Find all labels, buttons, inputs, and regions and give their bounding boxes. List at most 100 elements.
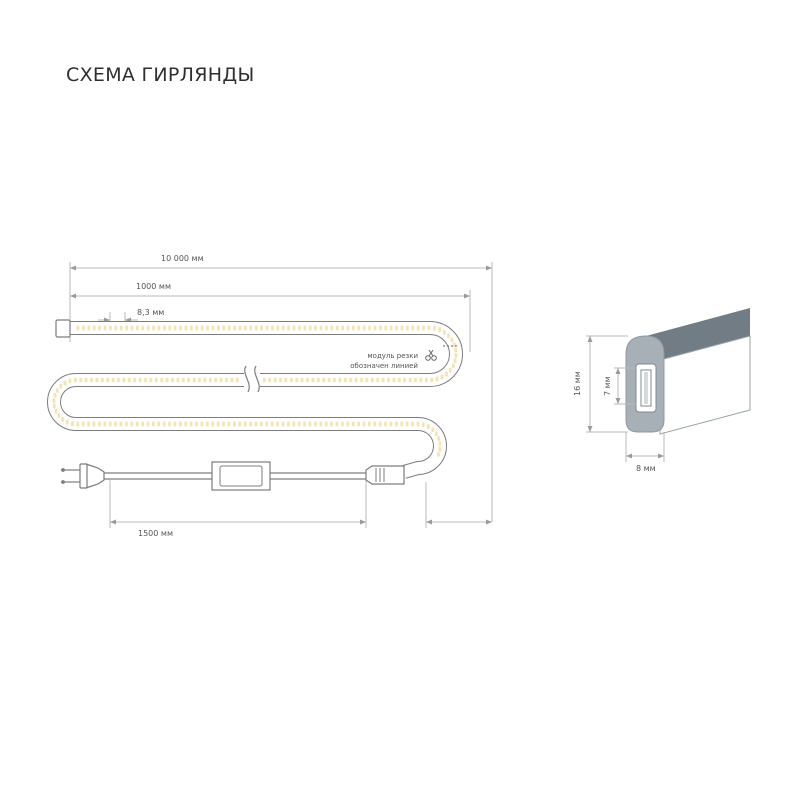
led-dot — [438, 446, 442, 452]
led-dot — [97, 421, 101, 427]
led-dot — [73, 377, 77, 383]
led-dot — [117, 377, 120, 383]
led-dot — [376, 377, 380, 383]
led-dot — [322, 377, 326, 383]
led-dot — [392, 377, 396, 383]
led-dot — [384, 421, 387, 427]
led-dot — [368, 325, 371, 331]
led-dot — [119, 325, 123, 331]
led-dot — [357, 325, 361, 331]
led-dot — [416, 325, 420, 331]
led-dot — [268, 377, 272, 383]
led-dot — [55, 387, 59, 393]
led-dot — [135, 421, 139, 427]
led-dot — [427, 325, 431, 331]
led-dot — [303, 325, 307, 331]
led-dot — [289, 377, 293, 383]
led-dot — [189, 421, 193, 427]
led-dot — [157, 325, 161, 331]
height-label: 16 мм — [573, 371, 582, 396]
total-length-label: 10 000 мм — [161, 254, 204, 263]
led-dot — [259, 421, 263, 427]
led-dot — [370, 377, 374, 383]
led-dot — [394, 421, 398, 427]
led-dot — [141, 325, 145, 331]
led-dot — [314, 325, 317, 331]
led-dot — [232, 421, 236, 427]
led-dot — [198, 377, 201, 383]
led-dot — [406, 325, 409, 331]
scissors-icon — [425, 345, 458, 361]
led-dot — [200, 325, 204, 331]
led-dot — [450, 337, 454, 343]
led-dot — [152, 325, 155, 331]
led-dot — [195, 325, 199, 331]
led-dot — [308, 325, 312, 331]
led-dot — [146, 421, 150, 427]
led-dot — [205, 421, 209, 427]
led-dot — [292, 325, 296, 331]
led-dot — [319, 421, 323, 427]
led-dot — [265, 325, 269, 331]
led-dot — [82, 325, 85, 331]
strip-connector — [365, 465, 405, 485]
led-dot — [184, 325, 188, 331]
led-dot — [92, 325, 96, 331]
led-dot — [108, 421, 112, 427]
led-dot — [313, 421, 317, 427]
led-dot — [225, 377, 228, 383]
led-strip — [47, 321, 463, 479]
led-dot — [416, 421, 420, 427]
led-dot — [95, 377, 99, 383]
led-dot — [308, 421, 312, 427]
led-dot — [300, 377, 304, 383]
led-dot — [114, 421, 117, 427]
led-dot — [445, 371, 448, 377]
led-dot — [281, 421, 285, 427]
led-dot — [163, 325, 166, 331]
led-dot — [178, 421, 182, 427]
led-dot — [373, 325, 377, 331]
led-dot — [195, 421, 198, 427]
led-dot — [254, 325, 258, 331]
led-dot — [354, 377, 358, 383]
led-dot — [233, 325, 236, 331]
led-dot — [227, 421, 231, 427]
led-dot — [340, 421, 344, 427]
led-dot — [343, 377, 347, 383]
led-dot — [424, 377, 428, 383]
led-dot — [411, 325, 415, 331]
led-dot — [133, 377, 137, 383]
led-dot — [362, 421, 366, 427]
led-dot — [230, 377, 234, 383]
cut-note-line2: обозначен линией — [350, 362, 418, 370]
led-dot — [297, 421, 301, 427]
led-dot — [254, 421, 258, 427]
led-dot — [154, 377, 158, 383]
cable-length-label: 1500 мм — [138, 529, 173, 538]
led-dot — [438, 441, 442, 447]
led-dot — [442, 329, 446, 335]
led-pitch-label: 8,3 мм — [137, 308, 164, 317]
led-dot — [238, 421, 242, 427]
led-dot — [168, 325, 172, 331]
led-dot — [367, 421, 371, 427]
led-dot — [451, 363, 455, 369]
led-dot — [335, 325, 339, 331]
led-dot — [454, 352, 458, 358]
led-dot — [324, 421, 328, 427]
led-dot — [276, 421, 279, 427]
led-dot — [387, 377, 390, 383]
profile-cross-section — [625, 308, 751, 435]
led-dot — [138, 377, 142, 383]
led-dot — [79, 377, 83, 383]
led-dot — [400, 325, 404, 331]
led-dot — [422, 325, 425, 331]
led-dot — [378, 421, 382, 427]
led-dot — [381, 377, 385, 383]
led-dot — [346, 421, 350, 427]
led-dot — [84, 377, 88, 383]
led-dot — [405, 421, 409, 427]
led-dot — [448, 367, 452, 373]
break-mark — [244, 365, 260, 393]
